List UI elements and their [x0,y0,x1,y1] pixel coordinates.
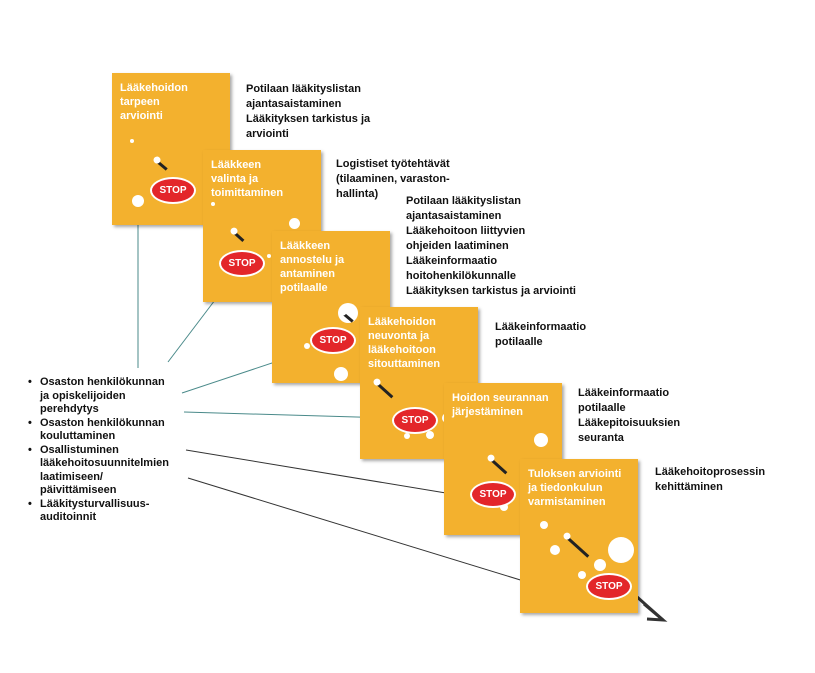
step-note-3: Potilaan lääkityslistan ajantasaistamine… [406,195,576,297]
bubble [289,218,300,229]
step-card-6: Tuloksen arviointi ja tiedonkulun varmis… [520,459,638,613]
step-title: Tuloksen arviointi ja tiedonkulun varmis… [528,468,622,508]
bubble [426,431,434,439]
step-title: Lääkehoidon tarpeen arviointi [120,82,188,122]
connector-line-4 [183,411,391,419]
bubble [500,503,508,511]
connector-line-6 [187,477,554,591]
stop-sign: STOP [586,573,632,600]
magic-wand-icon [488,457,508,475]
bubble [132,195,144,207]
stop-sign: STOP [470,481,516,508]
step-title: Lääkehoidon neuvonta ja lääkehoitoon sit… [368,316,441,370]
bubble [534,433,548,447]
step-card-1: Lääkehoidon tarpeen arviointi STOP [112,73,230,225]
bubble [608,537,634,563]
process-arrow [635,594,664,622]
connector-line-5 [185,449,471,498]
step-note-1: Potilaan lääkityslistan ajantasaistamine… [246,83,371,140]
stop-sign: STOP [150,177,196,204]
bubble [267,254,271,258]
step-title: Hoidon seurannan järjestäminen [452,392,549,418]
step-note-4: Lääkeinformaatio potilaalle [495,321,587,348]
stop-sign: STOP [310,327,356,354]
bubble [211,202,215,206]
ward-task-list: Osaston henkilökunnan ja opiskelijoiden … [28,376,169,525]
magic-wand-icon [231,230,245,242]
bubble [304,343,310,349]
step-title: Lääkkeen valinta ja toimittaminen [211,159,284,199]
magic-wand-icon [564,535,590,558]
connector-line-2 [167,299,216,363]
ward-task-item: Lääkitysturvallisuus- auditoinnit [28,498,169,525]
bubble [578,571,586,579]
ward-task-item: Osaston henkilökunnan ja opiskelijoiden … [28,376,169,417]
ward-task-item: Osaston henkilökunnan kouluttaminen [28,417,169,444]
step-note-6: Lääkehoitoprosessin kehittäminen [655,466,766,493]
bubble [334,367,348,381]
step-title: Lääkkeen annostelu ja antaminen potilaal… [280,240,345,294]
stop-sign: STOP [392,407,438,434]
magic-wand-icon [374,381,394,399]
bubble [594,559,606,571]
bubble [540,521,548,529]
bubble [130,139,134,143]
step-note-5: Lääkeinformaatio potilaalle Lääkepitoisu… [578,387,681,444]
step-note-2: Logistiset työtehtävät (tilaaminen, vara… [336,158,450,200]
stop-sign: STOP [219,250,265,277]
bubble [550,545,560,555]
bubble [404,433,410,439]
ward-task-item: Osallistuminen lääkehoitosuunnitelmien l… [28,444,169,498]
magic-wand-icon [155,159,168,171]
